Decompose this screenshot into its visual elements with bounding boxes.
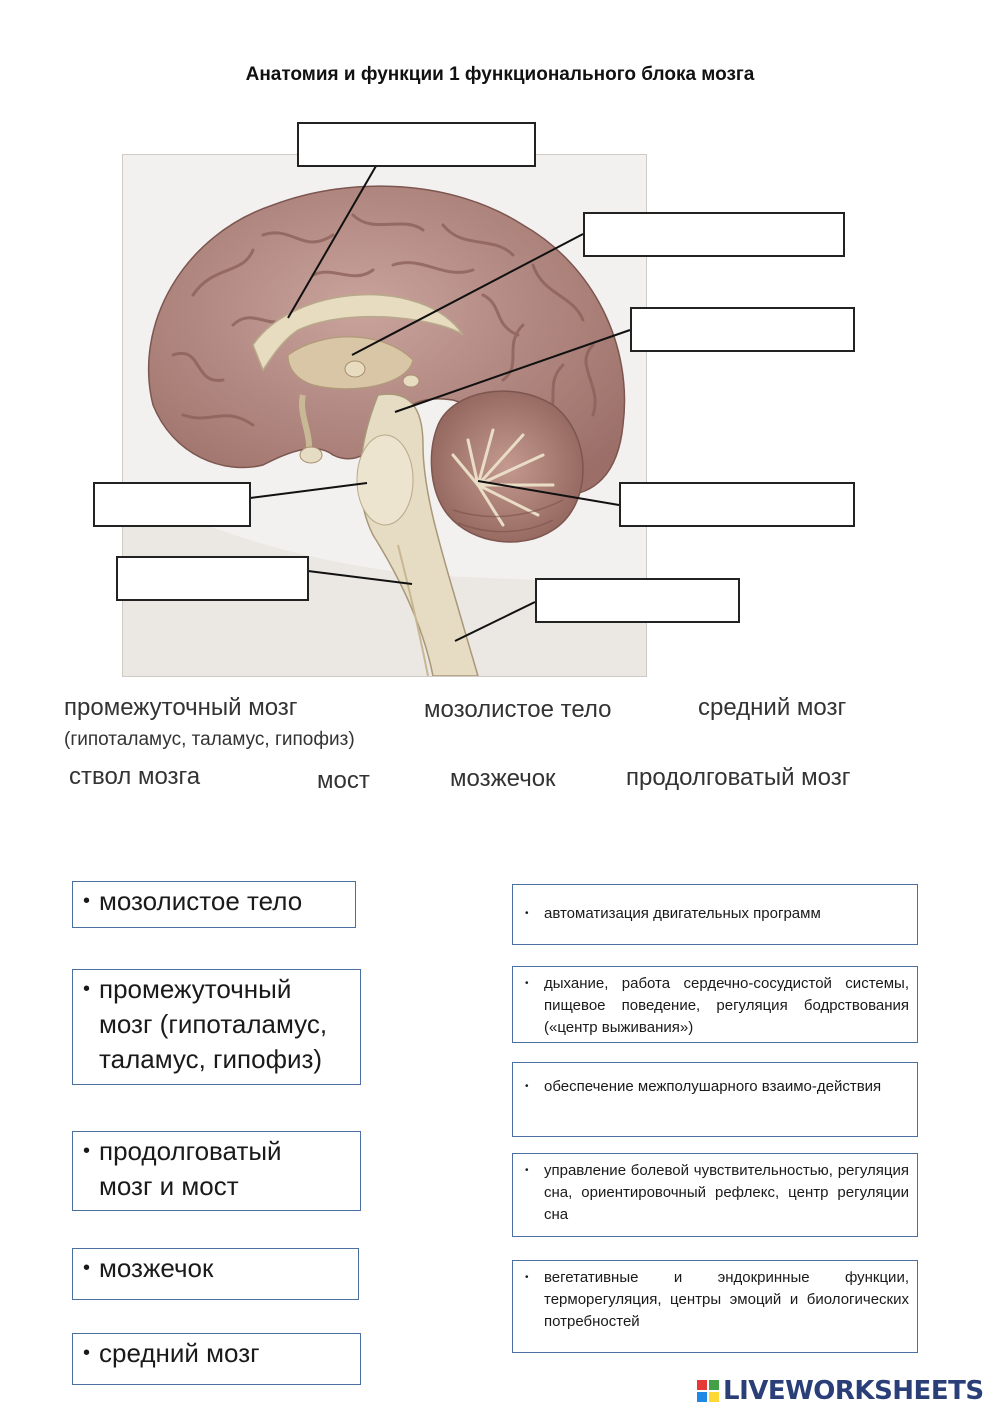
logo-text: LIVEWORKSHEETS	[723, 1376, 984, 1406]
structure-card[interactable]: • продолговатый мозг и мост	[72, 1131, 361, 1211]
liveworksheets-logo: LIVEWORKSHEETS	[697, 1376, 984, 1406]
label-drop-box-thalamus[interactable]	[583, 212, 845, 257]
card-text: управление болевой чувствительностью, ре…	[544, 1162, 909, 1223]
bullet: •	[83, 1342, 91, 1364]
card-line: таламус, гипофиз)	[99, 1044, 323, 1074]
card-text: автоматизация двигательных программ	[544, 905, 821, 922]
card-line: мозолистое тело	[99, 886, 303, 916]
word-brainstem[interactable]: ствол мозга	[69, 763, 201, 790]
bullet: •	[525, 1165, 529, 1176]
function-card[interactable]: • вегетативные и эндокринные функции, тер…	[512, 1260, 918, 1353]
function-card[interactable]: • обеспечение межполушарного взаимо-дейст…	[512, 1062, 918, 1137]
liveworksheets-logo-icon	[697, 1380, 719, 1402]
card-line: средний мозг	[99, 1338, 260, 1368]
bullet: •	[83, 978, 91, 1000]
word-midbrain[interactable]: средний мозг	[698, 694, 847, 721]
card-line: мозжечок	[99, 1253, 214, 1283]
structure-card[interactable]: • мозжечок	[72, 1248, 359, 1300]
label-drop-box-midbrain[interactable]	[630, 307, 855, 352]
word-pons[interactable]: мост	[317, 767, 370, 794]
bullet: •	[83, 890, 91, 912]
function-card[interactable]: • дыхание, работа сердечно-сосудистой сис…	[512, 966, 918, 1043]
card-line: промежуточный	[99, 974, 292, 1004]
label-drop-box-cerebellum[interactable]	[619, 482, 855, 527]
bullet: •	[525, 978, 529, 989]
bullet: •	[525, 908, 529, 919]
card-line: мозг (гипоталамус,	[99, 1009, 328, 1039]
word-diencephalon[interactable]: промежуточный мозг	[64, 694, 298, 721]
label-drop-box-medulla[interactable]	[116, 556, 309, 601]
structure-card[interactable]: • мозолистое тело	[72, 881, 356, 928]
word-diencephalon-note: (гипоталамус, таламус, гипофиз)	[64, 729, 355, 750]
card-line: продолговатый	[99, 1136, 282, 1166]
label-drop-box-brainstem[interactable]	[535, 578, 740, 623]
label-drop-box-pons[interactable]	[93, 482, 251, 527]
bullet: •	[525, 1081, 529, 1092]
structure-card[interactable]: • промежуточный мозг (гипоталамус, таламу…	[72, 969, 361, 1085]
card-text: дыхание, работа сердечно-сосудистой сист…	[544, 975, 909, 1036]
word-medulla[interactable]: продолговатый мозг	[626, 764, 851, 791]
page-title: Анатомия и функции 1 функционального бло…	[245, 64, 755, 85]
card-text: вегетативные и эндокринные функции, терм…	[544, 1269, 909, 1330]
structure-card[interactable]: • средний мозг	[72, 1333, 361, 1385]
bullet: •	[83, 1257, 91, 1279]
card-line: мозг и мост	[99, 1171, 239, 1201]
word-cerebellum[interactable]: мозжечок	[450, 765, 556, 792]
function-card[interactable]: • автоматизация двигательных программ	[512, 884, 918, 945]
label-drop-box-corpus[interactable]	[297, 122, 536, 167]
bullet: •	[525, 1272, 529, 1283]
function-card[interactable]: • управление болевой чувствительностью, р…	[512, 1153, 918, 1237]
card-text: обеспечение межполушарного взаимо-действ…	[544, 1078, 882, 1095]
bullet: •	[83, 1140, 91, 1162]
word-corpus-callosum[interactable]: мозолистое тело	[424, 696, 612, 723]
